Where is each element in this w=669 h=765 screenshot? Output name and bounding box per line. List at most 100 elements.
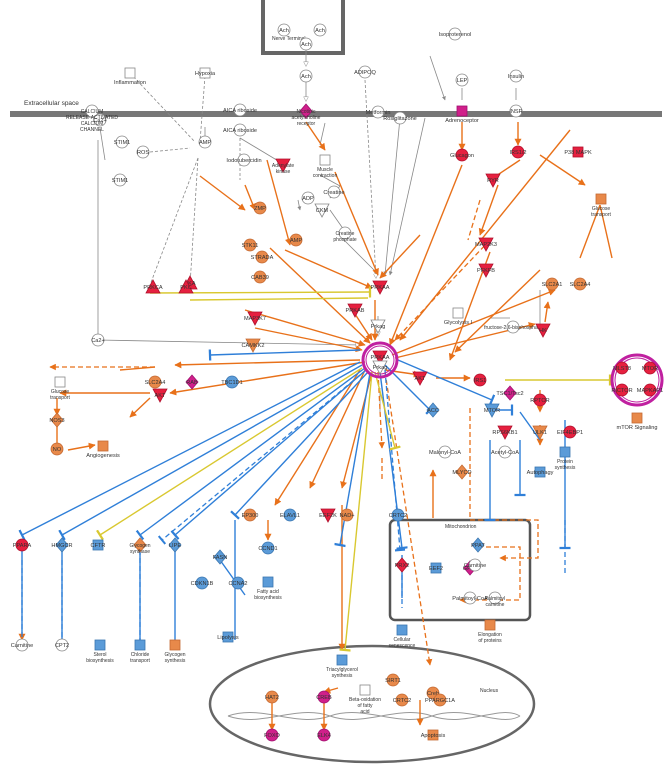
node-label: Prkag [373,365,388,371]
node-shape [532,425,548,440]
node-shape [452,307,464,319]
node-foxo: FOXO [264,728,281,742]
node-label: MLYCD [452,470,471,476]
nucleus-ellipse [208,644,536,764]
node-label: Carnitine [11,643,33,649]
node-label: LIPE [169,543,181,549]
node-ca2: Ca2+ [91,333,105,347]
node-rps6kb1: RPS6KB1 [492,425,518,440]
node-mtor: MTOR [642,361,658,375]
node-crtc2: CRTC2 [393,693,411,707]
node-label: Hypoxia [195,71,216,77]
node-shape [485,173,501,188]
node-shape [283,508,297,522]
node-glucagon: Glucagon [450,148,474,162]
node-label: Lipolysis [217,635,239,641]
node-crtc2: CRTC2 [389,508,407,522]
node-shape [595,193,607,205]
node-shape [615,383,629,397]
node-zmp: ZMP [253,201,267,215]
node-cftr: CFTR [91,539,105,551]
node-label: ADIPOQ [354,70,376,76]
node-label: SLC2A4 [570,282,591,288]
node-shape [233,103,247,117]
node-label: NAD+ [339,513,354,519]
node-no: NO [50,442,64,456]
complex-ring [614,357,660,403]
node-rosiglitazone: Rosiglitazone [383,111,417,125]
node-label: Adrenoceptor [445,118,479,124]
node-label: CPT2 [55,643,69,649]
node-label: AKT [155,393,166,399]
node-shape [317,728,331,742]
node-shape [152,388,168,403]
node-akt: AKT [152,388,168,403]
node-shape [463,591,477,605]
node-shape [133,537,147,553]
node-camkk2: CAMKK2 [241,338,265,353]
node-label: PRX2 [395,563,410,569]
node-hmgcr: HMGCR [51,537,73,553]
node-label: HAT2 [265,695,279,701]
node-shape [231,576,245,590]
mitochondrion-box [388,518,532,622]
node-label: MAP3K7 [244,316,266,322]
node-hat2: HAT2 [265,690,279,704]
node-slc2a4: SLC2A4 [145,375,165,389]
node-shape [195,576,209,590]
node-ach: Ach [277,23,291,37]
node-label: Glycolysis I [444,320,473,326]
node-shape [478,263,494,278]
node-shape [545,277,559,291]
node-shape [253,270,267,284]
node-label: CCND1 [258,546,277,552]
node-ppargc1a: PPARGC1A [425,693,455,707]
node-stim1: STIM1 [114,135,130,149]
node-rptor: RPTOR [530,393,550,407]
node-label: MAP2K3 [475,242,497,248]
node-metformin: Metformin [366,105,390,119]
node-label: ELAVL1 [280,513,300,519]
node-shape [168,537,182,553]
node-shape [643,361,657,375]
node-label: PPARGC1A [425,698,455,704]
node-shape [455,464,469,480]
node-palmitoyl-coa: Palmitoyl-CoA [452,591,488,605]
node-label: P38 MAPK [564,150,592,156]
node-shape [438,445,452,459]
node-label: ACC [427,408,439,414]
node-mapkap1: MAPKAP1 [637,383,663,397]
node-shape [370,319,386,334]
node-shape [347,303,363,318]
node-stk11: STK11 [242,238,258,252]
node-shape [336,654,348,666]
node-label: fructose-2,6-bisphosphate [484,325,542,331]
node-prkag: Prkag [372,360,388,375]
node-shape [395,557,409,573]
node-shape [468,558,482,572]
node-label: MAPKAP1 [637,388,663,394]
node-rictor: RICTOR [611,383,633,397]
node-label: FASN [213,555,228,561]
node-label: STRADA [251,255,274,261]
node-label: Ach [301,74,311,80]
node-label: SIRT1 [385,678,401,684]
node-shape [148,375,162,389]
node-shape [509,69,523,83]
node-insr: INSR [509,104,523,118]
node-label: Angiogenesis [86,453,120,459]
node-lep: LEP [455,73,469,87]
node-isoproterenol: Isoproterenol [439,27,471,41]
node-shape [145,279,161,294]
node-shape [643,383,657,397]
